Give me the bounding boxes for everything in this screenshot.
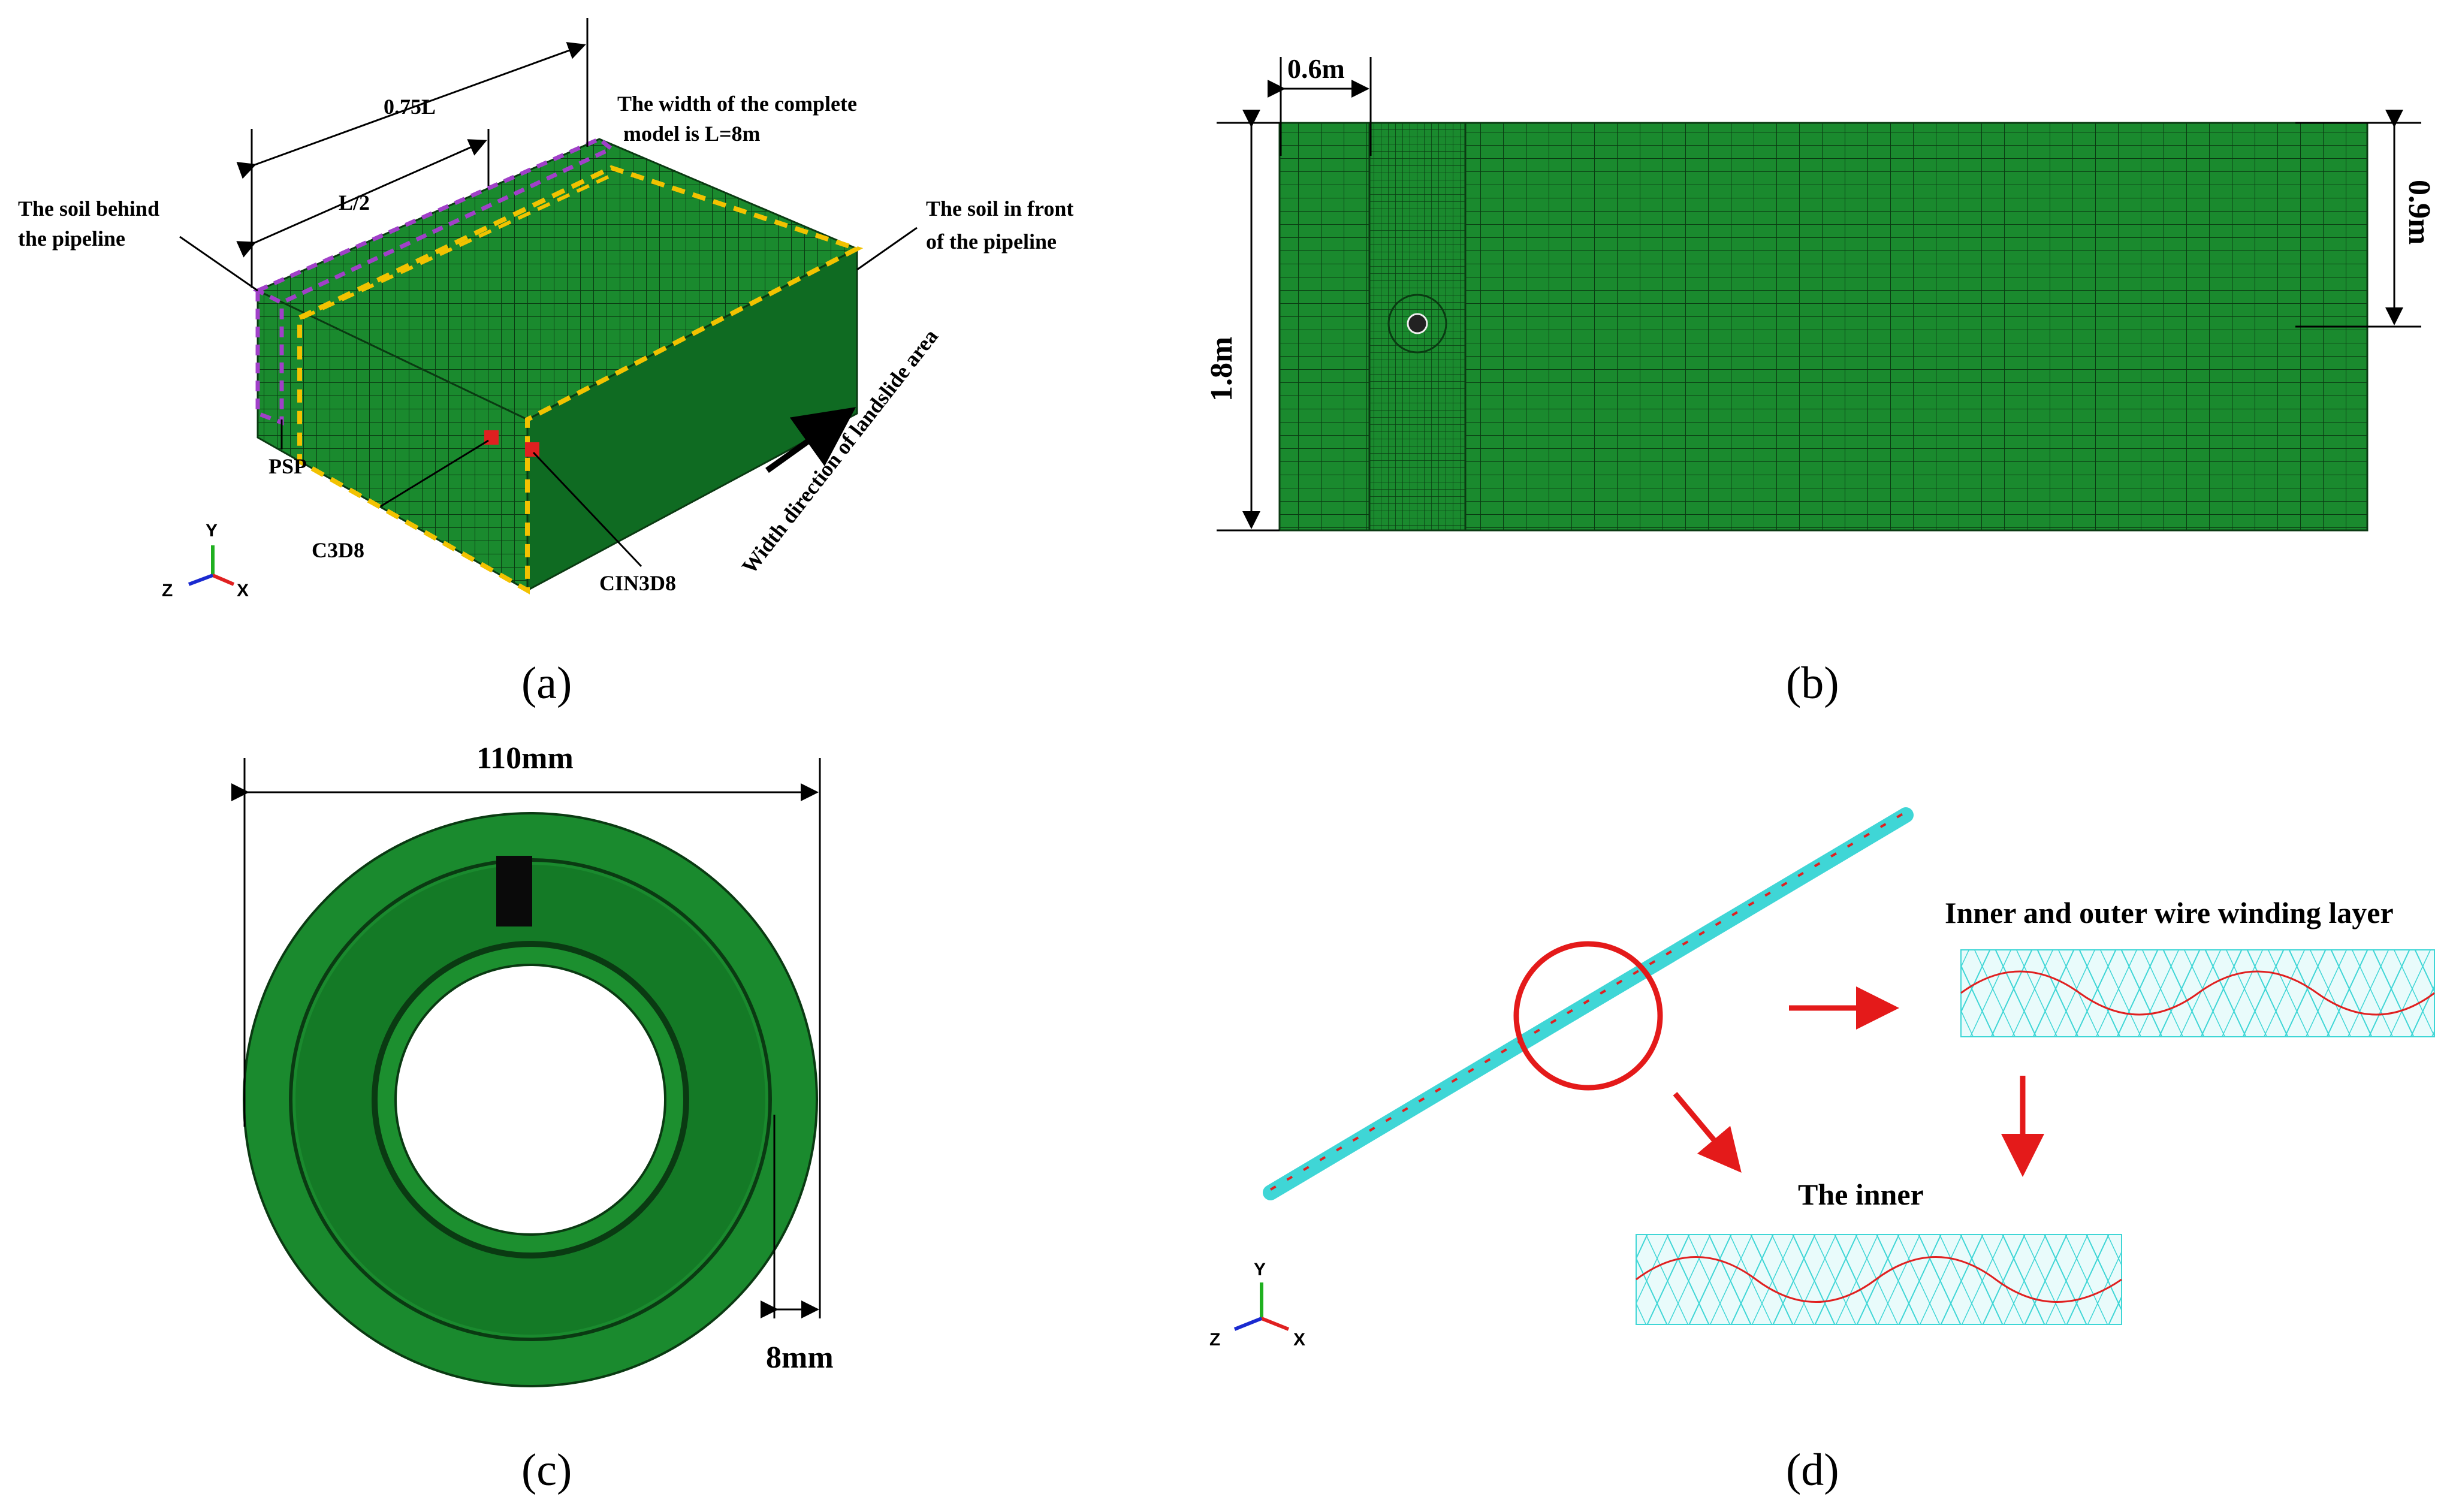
dim-arrow-L2 (236, 139, 487, 258)
caption-b: (b) (1786, 658, 1839, 708)
label-075L: 0.75L (384, 95, 436, 119)
width-note-line2: model is L=8m (623, 122, 761, 146)
inner-helix-image (1636, 1234, 2122, 1325)
pipe-hole (1407, 313, 1428, 334)
panel-a: 0.75L L/2 The width of the complete mode… (18, 18, 1073, 708)
caption-c: (c) (521, 1445, 572, 1495)
layer-title: Inner and outer wire winding layer (1945, 896, 2394, 929)
label-110mm: 110mm (476, 741, 574, 775)
label-psp: PSP (268, 454, 307, 478)
axis-z-label: Z (162, 581, 173, 600)
zoom-circle (1513, 941, 1663, 1091)
cin3d8-marker (525, 442, 539, 457)
label-09m: 0.9m (2402, 180, 2436, 245)
soil-front-outline (297, 165, 864, 594)
pipe-outer-mesh-ring (243, 813, 817, 1387)
label-c3d8: C3D8 (312, 538, 364, 562)
pipe-rod (1263, 807, 1914, 1200)
panel-d: Inner and outer wire winding layer The i… (1209, 807, 2435, 1495)
layer-wire-curve (1960, 970, 2435, 1016)
label-8mm: 8mm (766, 1341, 834, 1375)
label-L2: L/2 (339, 191, 370, 215)
label-18m: 1.8m (1205, 337, 1239, 402)
inner-title: The inner (1798, 1178, 1924, 1211)
panel-b: 0.6m 1.8m 0.9m (b) (1205, 53, 2436, 708)
axis-triad-d: Y Z X (1209, 1260, 1305, 1350)
leader-c3d8 (380, 439, 489, 508)
axis-y-label: Y (1254, 1260, 1266, 1279)
landslide-arrow (765, 407, 856, 473)
label-06m: 0.6m (1287, 53, 1345, 84)
soil-block-3d (252, 136, 864, 594)
label-cin3d8: CIN3D8 (599, 571, 676, 595)
pipe-dark-segment (496, 856, 532, 926)
axis-triad-a: Y Z X (162, 521, 249, 600)
caption-d: (d) (1786, 1445, 1839, 1495)
inner-wire-curve (1636, 1256, 2122, 1303)
axis-x-line (212, 574, 235, 586)
axis-z-line (188, 574, 214, 586)
arrow-to-inner (1673, 1092, 1742, 1173)
width-note-line1: The width of the complete (617, 92, 857, 116)
panel-c: 110mm 8mm (c) (231, 741, 834, 1495)
axis-x-label: X (237, 581, 249, 600)
soil-behind-line1: The soil behind (18, 197, 159, 221)
axis-x-label: X (1293, 1330, 1305, 1350)
leader-cin3d8 (532, 451, 642, 568)
soil-front-line2: of the pipeline (926, 230, 1057, 253)
pipe-rod-wire (1269, 811, 1907, 1191)
axis-z-label: Z (1209, 1330, 1220, 1350)
axis-x-line (1260, 1317, 1290, 1331)
caption-a: (a) (521, 658, 572, 708)
soil-behind-outline (252, 136, 615, 305)
pipe-bore (394, 964, 666, 1236)
leader-soil-front (856, 227, 918, 271)
pipe-position-line (301, 175, 610, 319)
leader-soil-behind (179, 236, 258, 292)
axis-z-line (1233, 1317, 1263, 1331)
soil-behind-outline-side (255, 291, 284, 426)
soil-front-line1: The soil in front (926, 197, 1073, 221)
axis-y-label: Y (206, 521, 218, 541)
soil-behind-line2: the pipeline (18, 227, 125, 251)
